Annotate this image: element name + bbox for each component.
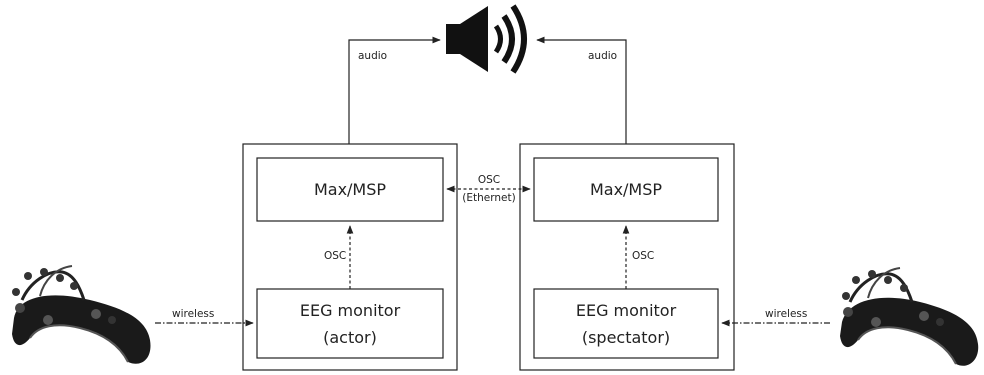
- right-max-msp-label: Max/MSP: [590, 180, 662, 199]
- audio-label-right: audio: [588, 50, 617, 62]
- speaker-icon: [446, 4, 527, 74]
- audio-connector-left: [348, 36, 441, 144]
- left-max-msp-box: [256, 157, 444, 222]
- osc-center-label: OSC: [478, 174, 500, 186]
- osc-ethernet-label: (Ethernet): [462, 192, 515, 204]
- right-computer-box: [519, 143, 735, 371]
- right-eeg-monitor-box: [533, 288, 719, 359]
- right-eeg-label-line1: EEG monitor: [576, 301, 677, 320]
- audio-connector-right: [536, 36, 627, 144]
- right-max-msp-box: [533, 157, 719, 222]
- left-computer-box: [242, 143, 458, 371]
- audio-label-left: audio: [358, 50, 387, 62]
- wireless-label-right: wireless: [765, 308, 807, 320]
- right-eeg-label-line2: (spectator): [582, 328, 670, 347]
- wireless-label-left: wireless: [172, 308, 214, 320]
- left-eeg-monitor-box: [256, 288, 444, 359]
- eeg-headset-icon: [840, 267, 979, 366]
- osc-label-left: OSC: [324, 250, 346, 262]
- left-eeg-label-line2: (actor): [323, 328, 377, 347]
- osc-label-right: OSC: [632, 250, 654, 262]
- left-eeg-label-line1: EEG monitor: [300, 301, 401, 320]
- eeg-headset-icon: [12, 265, 151, 364]
- left-max-msp-label: Max/MSP: [314, 180, 386, 199]
